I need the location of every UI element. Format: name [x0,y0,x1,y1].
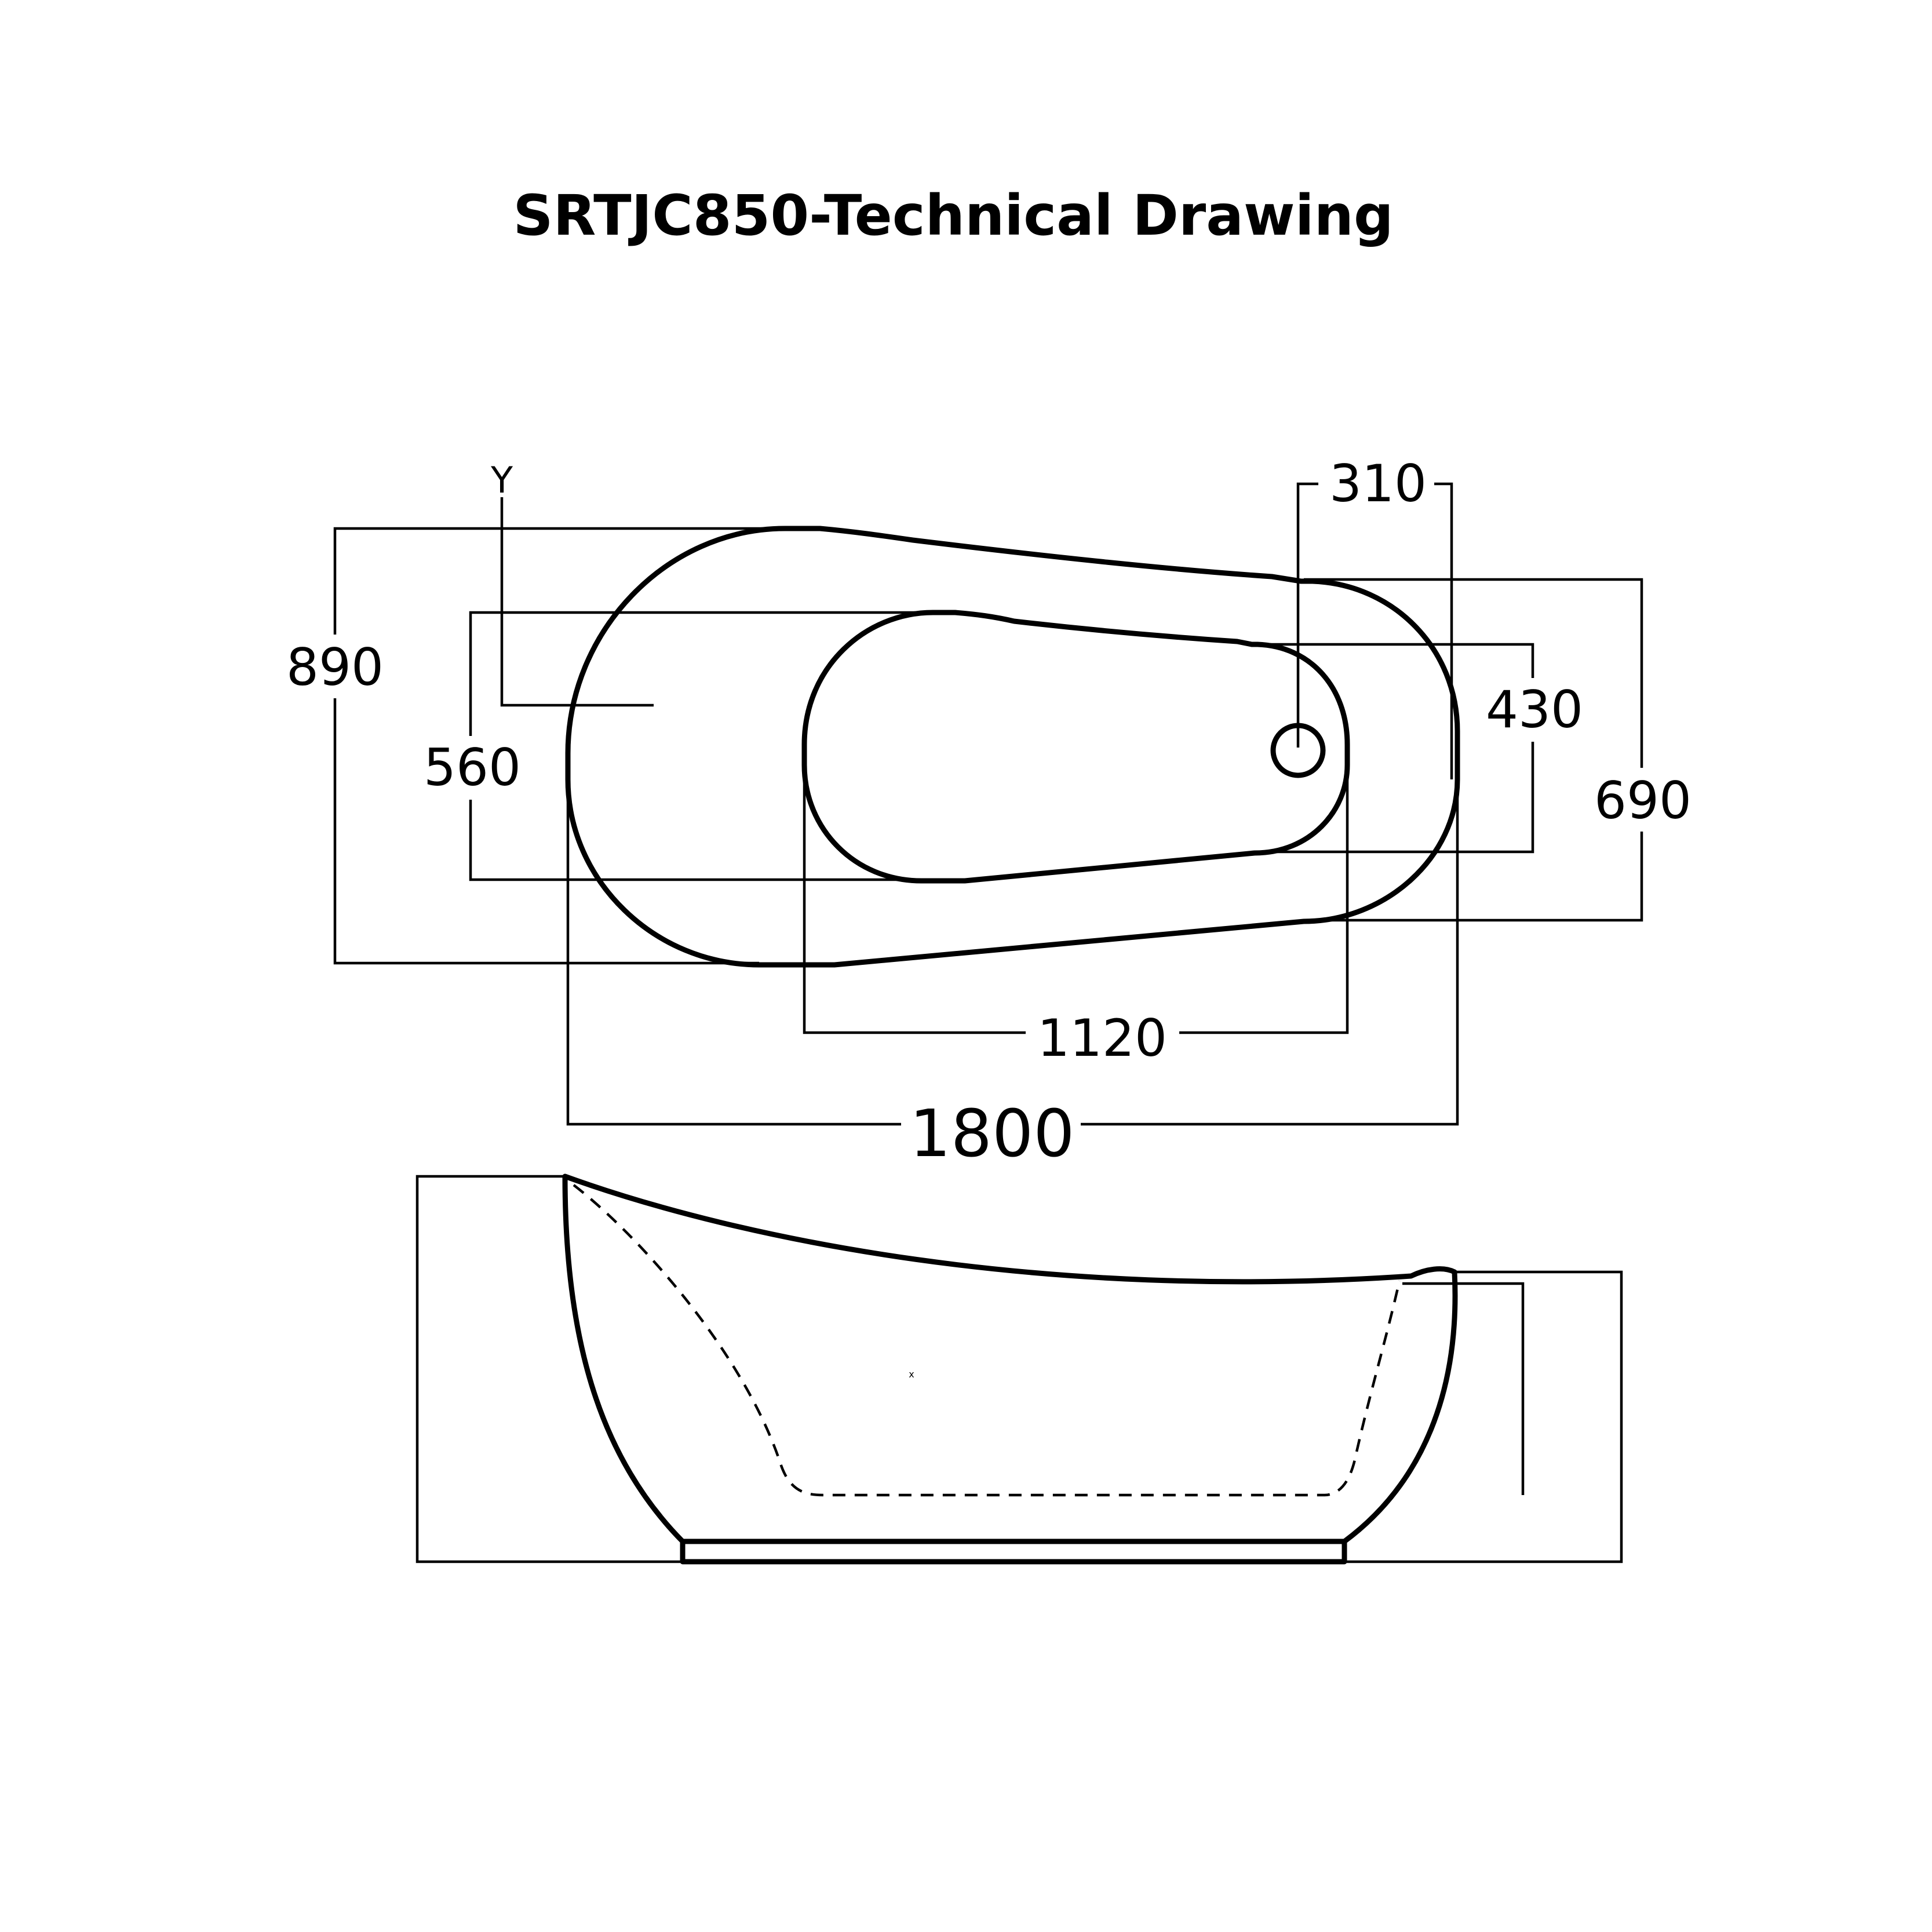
dim-310-line [1296,482,1453,779]
side-view: x [415,1173,1623,1565]
dim-430-label: 430 [1486,680,1583,739]
dim-560-label: 560 [424,738,521,797]
side-frame-left [415,1175,683,1563]
side-frame-right [1344,1270,1623,1563]
tub-inner-basin [801,610,1350,884]
y-axis-label: Y [490,459,513,501]
drawing-title: SRTJC850-Technical Drawing [513,183,1393,248]
dim-560-line [469,611,933,881]
dim-430-line [1252,643,1534,854]
dim-1800-line [566,771,1459,1126]
tub-side-profile [562,1173,1458,1565]
dim-310-label: 310 [1329,454,1427,513]
dim-690-label: 690 [1594,771,1692,830]
dim-690-line [1304,578,1643,922]
y-axis-line [500,497,654,707]
tub-outer-rim [565,526,1460,968]
dim-890-label: 890 [286,637,384,697]
dim-1800-label: 1800 [909,1096,1074,1172]
side-foot-height-line [1402,1282,1525,1495]
center-mark: x [909,1369,914,1380]
dim-1120-label: 1120 [1037,1008,1167,1068]
dim-1120-line [803,759,1349,1034]
dim-890-line [333,527,820,965]
inner-basin-hidden-line [573,1184,1401,1497]
plan-view: Y 890 560 430 690 310 1120 1800 [283,454,1695,1172]
